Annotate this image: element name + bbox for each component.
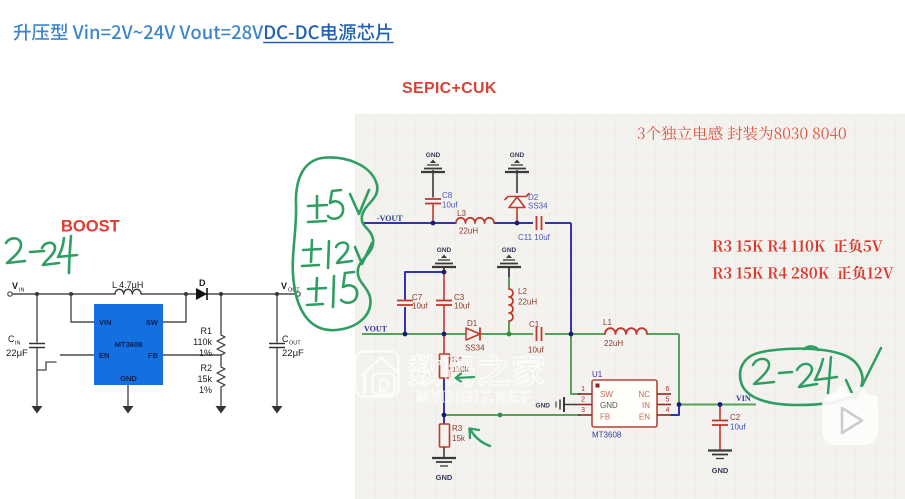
svg-text:MT3608: MT3608 <box>115 340 143 349</box>
svg-text:U1: U1 <box>592 370 603 379</box>
svg-text:MT3608: MT3608 <box>592 431 622 440</box>
svg-text:GND: GND <box>437 247 452 254</box>
svg-text:1%: 1% <box>199 348 212 358</box>
svg-text:GND: GND <box>510 152 525 159</box>
svg-text:GND: GND <box>436 473 453 482</box>
svg-text:BOOST: BOOST <box>61 218 120 236</box>
svg-text:L1: L1 <box>603 318 612 327</box>
svg-text:D2: D2 <box>528 193 539 202</box>
svg-text:5: 5 <box>666 397 670 404</box>
svg-text:110k: 110k <box>193 337 212 347</box>
svg-text:L 4.7μH: L 4.7μH <box>112 280 143 290</box>
svg-text:D: D <box>199 278 206 288</box>
svg-text:22uH: 22uH <box>518 298 537 307</box>
svg-text:1: 1 <box>581 386 585 393</box>
svg-text:22uH: 22uH <box>459 227 478 236</box>
svg-text:GND: GND <box>502 247 517 254</box>
svg-text:VOUT: VOUT <box>364 325 388 334</box>
svg-text:VIN: VIN <box>736 394 751 403</box>
svg-text:GND: GND <box>536 403 551 410</box>
svg-text:FB: FB <box>600 413 610 422</box>
svg-text:6: 6 <box>666 386 670 393</box>
svg-text:22uH: 22uH <box>604 339 623 348</box>
svg-text:4: 4 <box>666 407 670 414</box>
svg-text:EN: EN <box>99 351 109 360</box>
svg-text:C11 10uf: C11 10uf <box>518 233 551 242</box>
svg-text:10uf: 10uf <box>528 346 544 355</box>
svg-text:10uf: 10uf <box>454 302 470 311</box>
svg-text:10uf: 10uf <box>442 201 458 210</box>
svg-text:GND: GND <box>426 152 441 159</box>
svg-text:10uf: 10uf <box>730 423 746 432</box>
svg-text:C: C <box>8 334 15 344</box>
svg-text:V: V <box>281 281 287 291</box>
svg-text:10uf: 10uf <box>412 302 428 311</box>
svg-text:-VOUT: -VOUT <box>377 214 403 223</box>
svg-text:C1: C1 <box>529 320 540 329</box>
svg-text:1%: 1% <box>199 385 212 395</box>
svg-text:SS34: SS34 <box>528 202 548 211</box>
svg-text:R3: R3 <box>452 424 463 433</box>
svg-text:L3: L3 <box>457 209 466 218</box>
svg-text:15k: 15k <box>452 434 466 443</box>
svg-text:C7: C7 <box>412 293 423 302</box>
svg-text:22μF: 22μF <box>282 348 304 359</box>
svg-text:GND: GND <box>120 374 137 383</box>
svg-text:NC: NC <box>638 390 650 399</box>
svg-text:FB: FB <box>148 351 159 360</box>
svg-text:SW: SW <box>600 390 613 399</box>
svg-text:R2: R2 <box>200 363 212 373</box>
svg-text:L2: L2 <box>518 287 527 296</box>
svg-text:EN: EN <box>639 413 650 422</box>
svg-text:SW: SW <box>146 318 159 327</box>
svg-text:C2: C2 <box>730 413 741 422</box>
svg-text:3: 3 <box>581 407 585 414</box>
svg-text:C8: C8 <box>442 191 453 200</box>
svg-text:IN: IN <box>642 401 650 410</box>
svg-text:C3: C3 <box>454 293 465 302</box>
svg-text:2: 2 <box>581 397 585 404</box>
svg-text:VIN: VIN <box>99 318 112 327</box>
svg-text:IN: IN <box>19 288 25 294</box>
svg-text:C: C <box>282 334 289 344</box>
svg-text:V: V <box>12 281 18 291</box>
svg-text:OUT: OUT <box>289 341 301 347</box>
svg-text:R1: R1 <box>200 326 212 336</box>
svg-text:110k: 110k <box>452 365 470 374</box>
svg-text:22μF: 22μF <box>6 348 28 359</box>
svg-text:15k: 15k <box>197 374 212 384</box>
svg-text:GND: GND <box>600 401 618 410</box>
svg-text:MYDIGIT.NET: MYDIGIT.NET <box>416 389 531 406</box>
svg-text:GND: GND <box>712 466 729 475</box>
svg-text:D1: D1 <box>467 319 478 328</box>
svg-text:SS34: SS34 <box>465 344 485 353</box>
svg-text:SEPIC+CUK: SEPIC+CUK <box>402 80 497 97</box>
svg-text:IN: IN <box>15 341 21 347</box>
